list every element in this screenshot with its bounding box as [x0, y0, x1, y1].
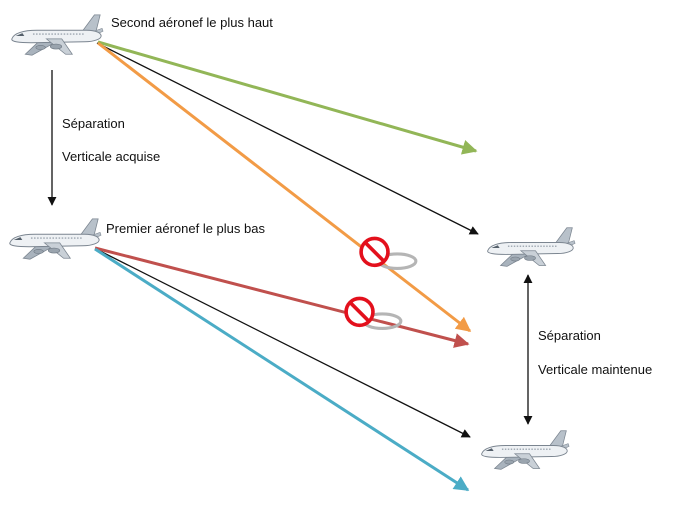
aircraft-icon [9, 218, 102, 260]
left-separation-label-line1: Séparation [62, 116, 125, 131]
aircraft-icon [481, 430, 570, 470]
red-trajectory [94, 246, 470, 348]
left-separation-label-line2: Verticale acquise [62, 149, 161, 164]
blue-trajectory [94, 247, 470, 492]
black-path-top-to-upper-right [96, 42, 479, 235]
top-aircraft-label: Second aéronef le plus haut [111, 15, 273, 30]
right-separation-label-line1: Séparation [538, 328, 601, 343]
aircraft-icon [11, 14, 104, 56]
green-trajectory [97, 40, 478, 155]
black-path-bottom-to-lower-right [95, 248, 471, 438]
right-separation-label-line2: Verticale maintenue [538, 362, 653, 377]
aircraft-icon [487, 227, 576, 267]
bottom-aircraft-label: Premier aéronef le plus bas [106, 221, 265, 236]
orange-trajectory [97, 41, 472, 333]
prohibited-icon [359, 236, 418, 271]
